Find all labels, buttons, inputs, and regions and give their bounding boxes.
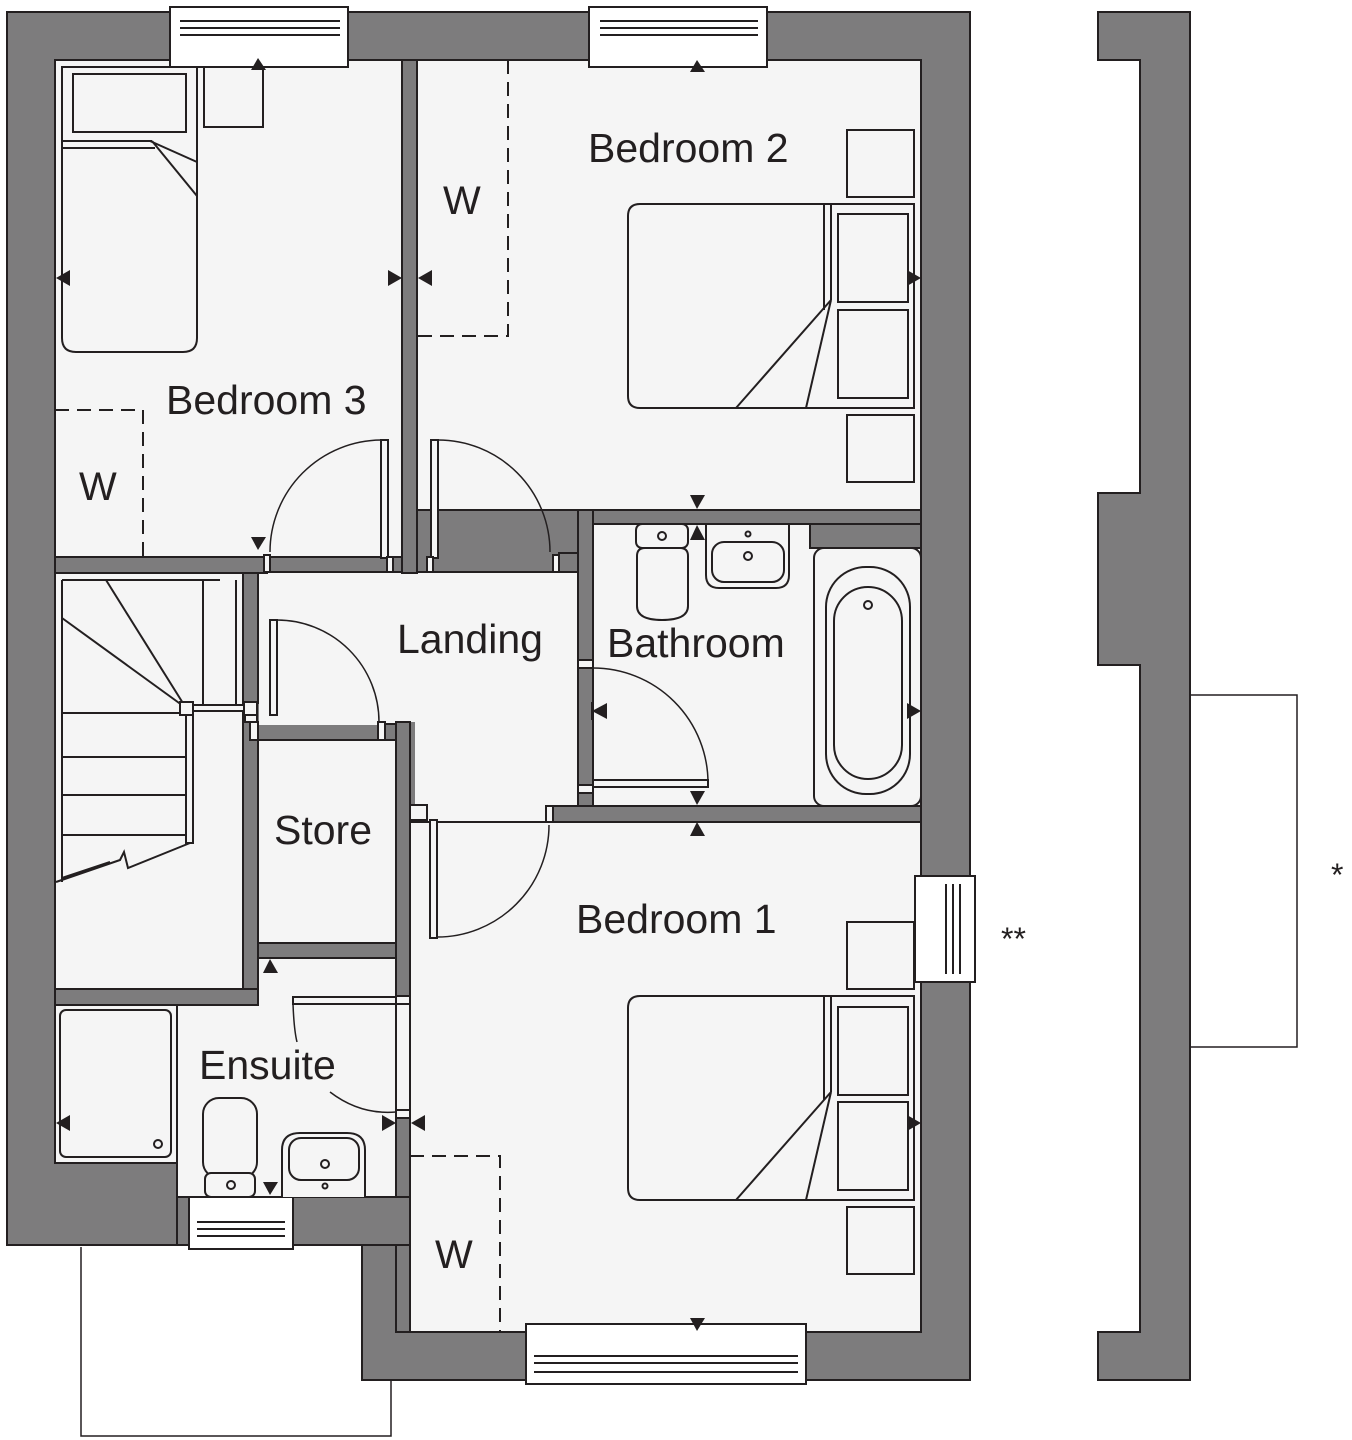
window-bedroom-2: [588, 6, 768, 68]
label-ensuite: Ensuite: [199, 1042, 336, 1088]
shower-tray: [59, 1009, 172, 1158]
door-bedroom-3: [380, 439, 389, 559]
ground-floor-projection: [80, 1247, 392, 1437]
bathroom-nib: [809, 523, 922, 549]
door-bedroom-2: [430, 439, 439, 559]
room-labels: Bedroom 3 Bedroom 2 Landing Bathroom Sto…: [79, 125, 1343, 1277]
dimension-markers: [56, 58, 921, 1331]
note-single-asterisk: *: [1331, 857, 1343, 893]
label-wardrobe-bedroom-3: W: [79, 465, 117, 509]
wardrobes: [55, 60, 509, 1332]
staircase: [55, 579, 258, 883]
door-bedroom-1: [429, 819, 438, 939]
store-west-wall: [242, 721, 259, 993]
windows: [169, 6, 976, 1385]
stair-south-wall: [54, 988, 259, 1006]
single-bed: [61, 66, 198, 353]
label-bedroom-2: Bedroom 2: [588, 125, 789, 171]
bathroom-west-wall-upper: [577, 509, 594, 666]
wardrobe-bedroom-2: [417, 60, 509, 337]
bedside-table: [846, 1206, 915, 1275]
ensuite-fixtures: [59, 1009, 366, 1198]
stairwell-floor: [54, 572, 244, 990]
bedside-table: [846, 414, 915, 483]
label-wardrobe-bedroom-1: W: [435, 1233, 473, 1277]
toilet-cistern: [204, 1172, 256, 1198]
label-landing: Landing: [397, 616, 543, 662]
neighbouring-projection: [1190, 694, 1298, 1048]
label-bedroom-3: Bedroom 3: [166, 377, 367, 423]
note-double-asterisk: **: [1001, 921, 1026, 957]
wardrobe-bedroom-3: [55, 409, 144, 557]
bed2-south-wall: [577, 509, 922, 525]
door-store: [269, 619, 278, 716]
window-bedroom-3: [169, 6, 349, 68]
doors: [249, 439, 709, 1119]
double-bed-bedroom-2: [627, 129, 915, 483]
toilet-cistern: [635, 523, 689, 549]
label-bathroom: Bathroom: [607, 620, 785, 666]
door-ensuite: [292, 996, 397, 1005]
neighbouring-wall: [1097, 11, 1191, 1381]
window-bedroom-1-front: [525, 1323, 807, 1385]
external-elements: [80, 11, 1298, 1437]
desk-bedroom-3: [203, 66, 264, 128]
label-wardrobe-bedroom-2: W: [443, 179, 481, 223]
label-store: Store: [274, 807, 372, 853]
bedside-table: [846, 921, 915, 990]
store-south-wall: [257, 942, 397, 959]
bathroom-fixtures: [635, 523, 922, 807]
bedside-table: [846, 129, 915, 198]
door-bathroom: [592, 779, 709, 788]
double-bed-bedroom-1: [627, 921, 915, 1275]
label-bedroom-1: Bedroom 1: [576, 896, 777, 942]
bathroom-south-wall: [552, 805, 922, 823]
wardrobe-bedroom-1: [410, 1155, 501, 1332]
toilet-bowl: [202, 1097, 258, 1179]
bed3-south-wall: [54, 556, 268, 574]
store-east-wall: [395, 721, 411, 1005]
bed3-bed2-wall: [401, 59, 418, 574]
toilet-bowl: [636, 547, 689, 622]
